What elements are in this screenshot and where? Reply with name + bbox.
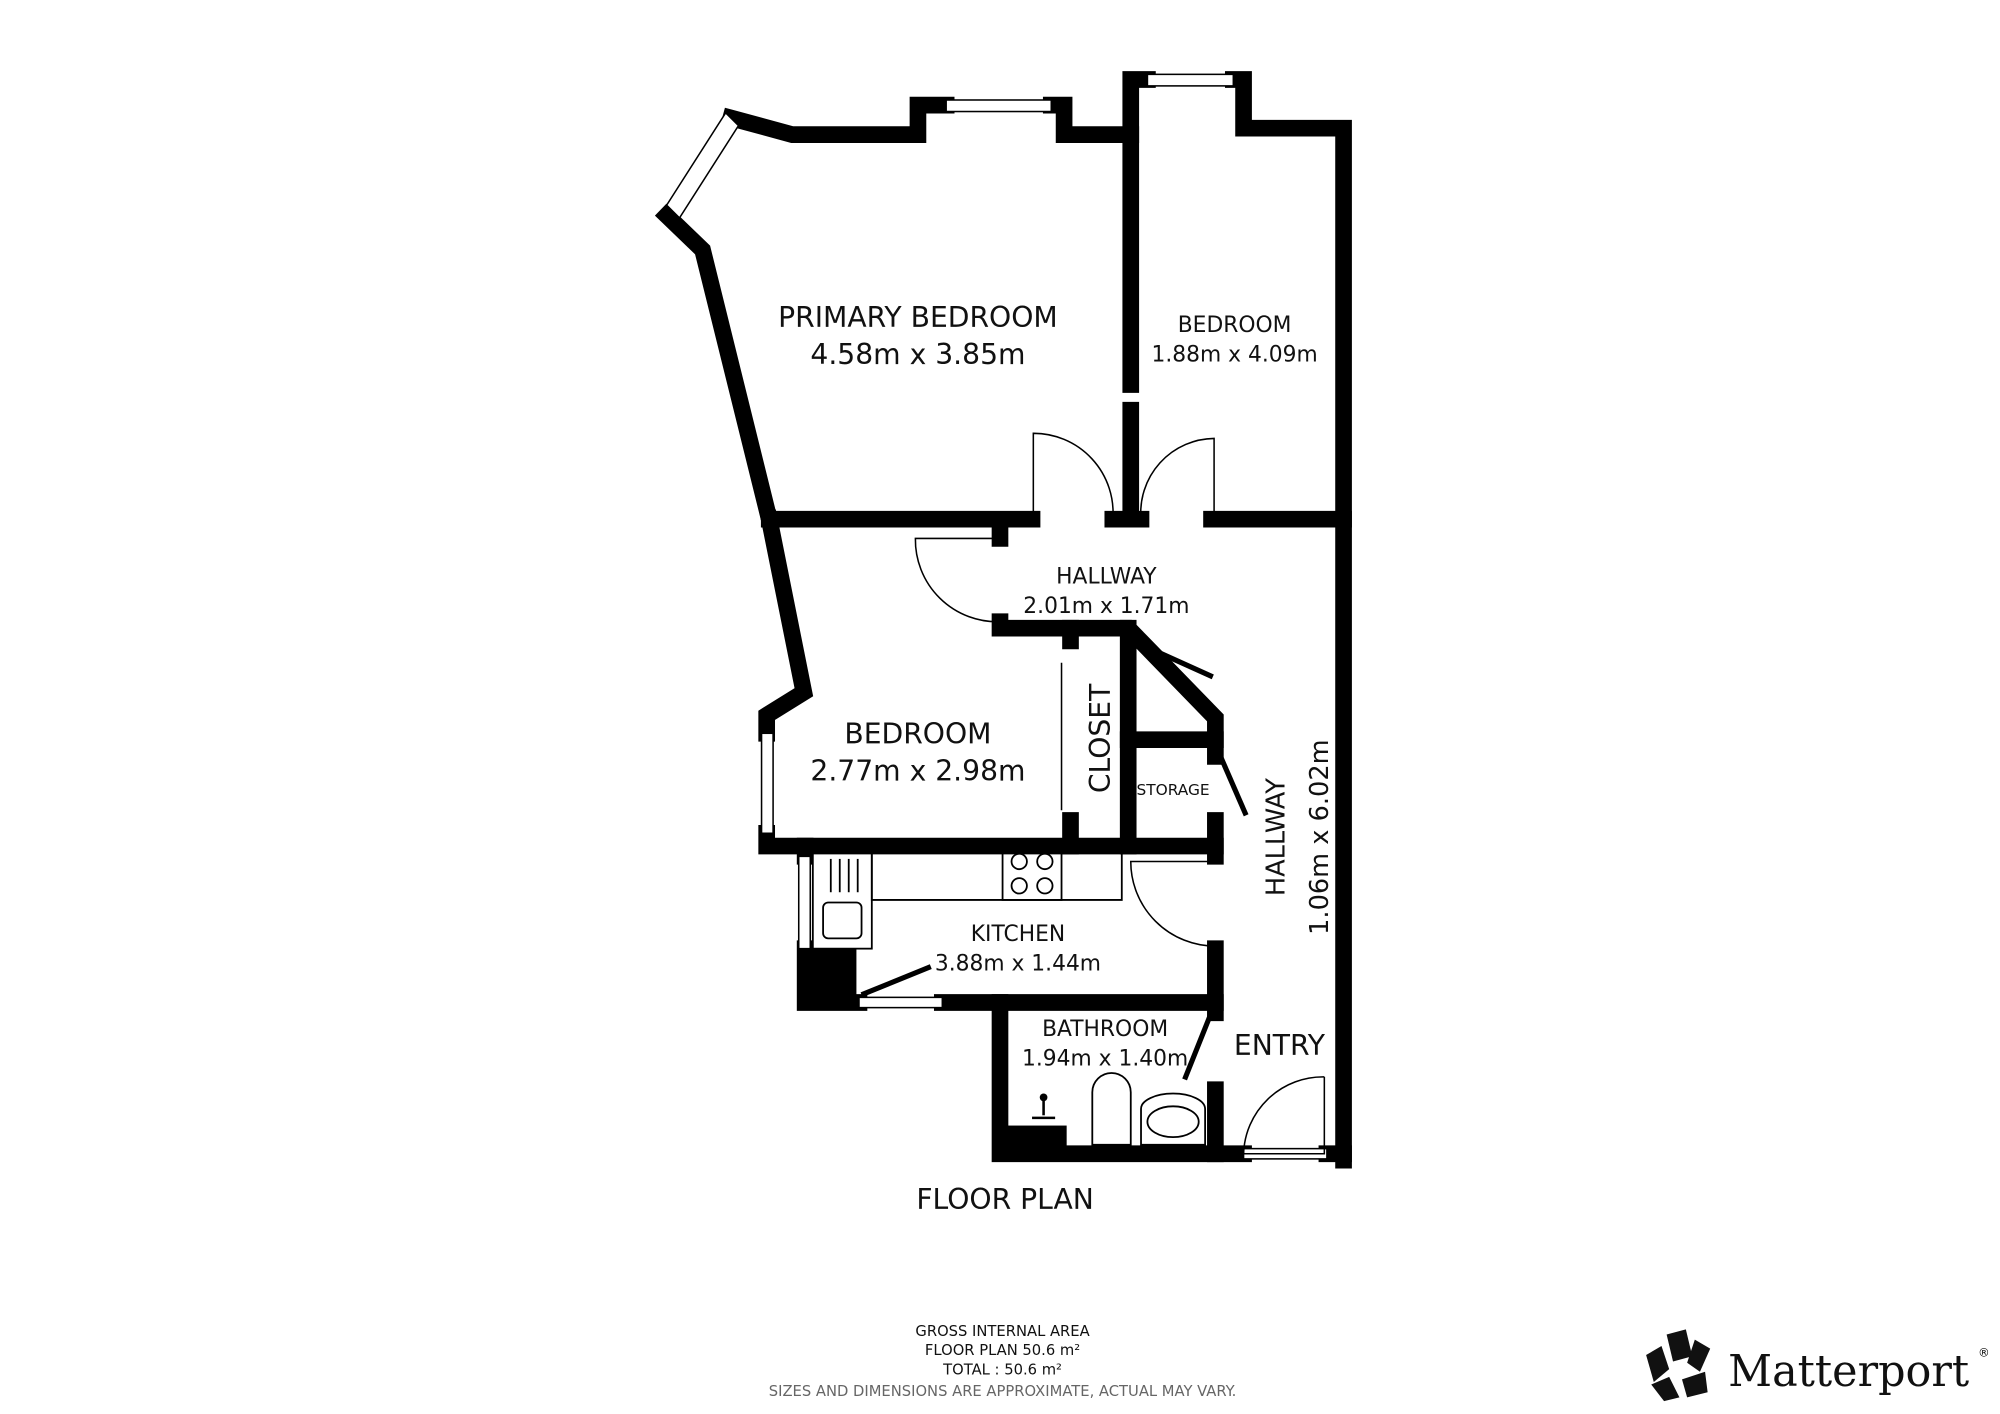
disclaimer: SIZES AND DIMENSIONS ARE APPROXIMATE, AC… (769, 1383, 1237, 1400)
room-name: STORAGE (1136, 781, 1209, 799)
area-heading: GROSS INTERNAL AREA (915, 1323, 1089, 1340)
toilet (1091, 1072, 1132, 1146)
registered-mark: ® (1978, 1345, 1990, 1359)
room-dimensions: 1.94m x 1.40m (1022, 1046, 1188, 1071)
bathroom-wall-block (1007, 1125, 1067, 1147)
brand-name: Matterport (1728, 1347, 1969, 1397)
matterport-logo: Matterport ® (1646, 1329, 1990, 1402)
tap-icon (1032, 1093, 1056, 1120)
kitchen-wall-block (797, 948, 857, 1007)
room-name: ENTRY (1234, 1029, 1326, 1062)
room-dimensions: 2.77m x 2.98m (810, 755, 1025, 788)
basin (1140, 1092, 1207, 1146)
room-dimensions: 1.88m x 4.09m (1152, 343, 1318, 368)
doors (860, 432, 1326, 1155)
room-name: PRIMARY BEDROOM (778, 301, 1058, 334)
room-labels: PRIMARY BEDROOM 4.58m x 3.85m BEDROOM 1.… (778, 301, 1335, 1071)
room-name: KITCHEN (971, 922, 1065, 947)
room-name: HALLWAY (1262, 778, 1292, 896)
room-dimensions: 1.06m x 6.02m (1305, 739, 1335, 935)
fixtures (811, 846, 1207, 1146)
cooktop (1001, 847, 1063, 901)
room-name: BEDROOM (844, 718, 991, 751)
room-dimensions: 2.01m x 1.71m (1023, 594, 1189, 619)
room-name: HALLWAY (1056, 564, 1157, 589)
room-name: BATHROOM (1042, 1017, 1168, 1042)
room-name: BEDROOM (1178, 313, 1292, 338)
plan-title: FLOOR PLAN (916, 1183, 1094, 1216)
area-summary: GROSS INTERNAL AREA FLOOR PLAN 50.6 m² T… (769, 1323, 1237, 1400)
sink-unit (811, 847, 873, 950)
room-dimensions: 3.88m x 1.44m (935, 951, 1101, 976)
total-area: TOTAL : 50.6 m² (942, 1361, 1062, 1378)
floor-plan-area: FLOOR PLAN 50.6 m² (925, 1342, 1080, 1359)
room-dimensions: 4.58m x 3.85m (810, 338, 1025, 371)
matterport-mark-icon (1646, 1329, 1711, 1402)
room-name: CLOSET (1084, 683, 1117, 793)
walls (654, 71, 1352, 1169)
